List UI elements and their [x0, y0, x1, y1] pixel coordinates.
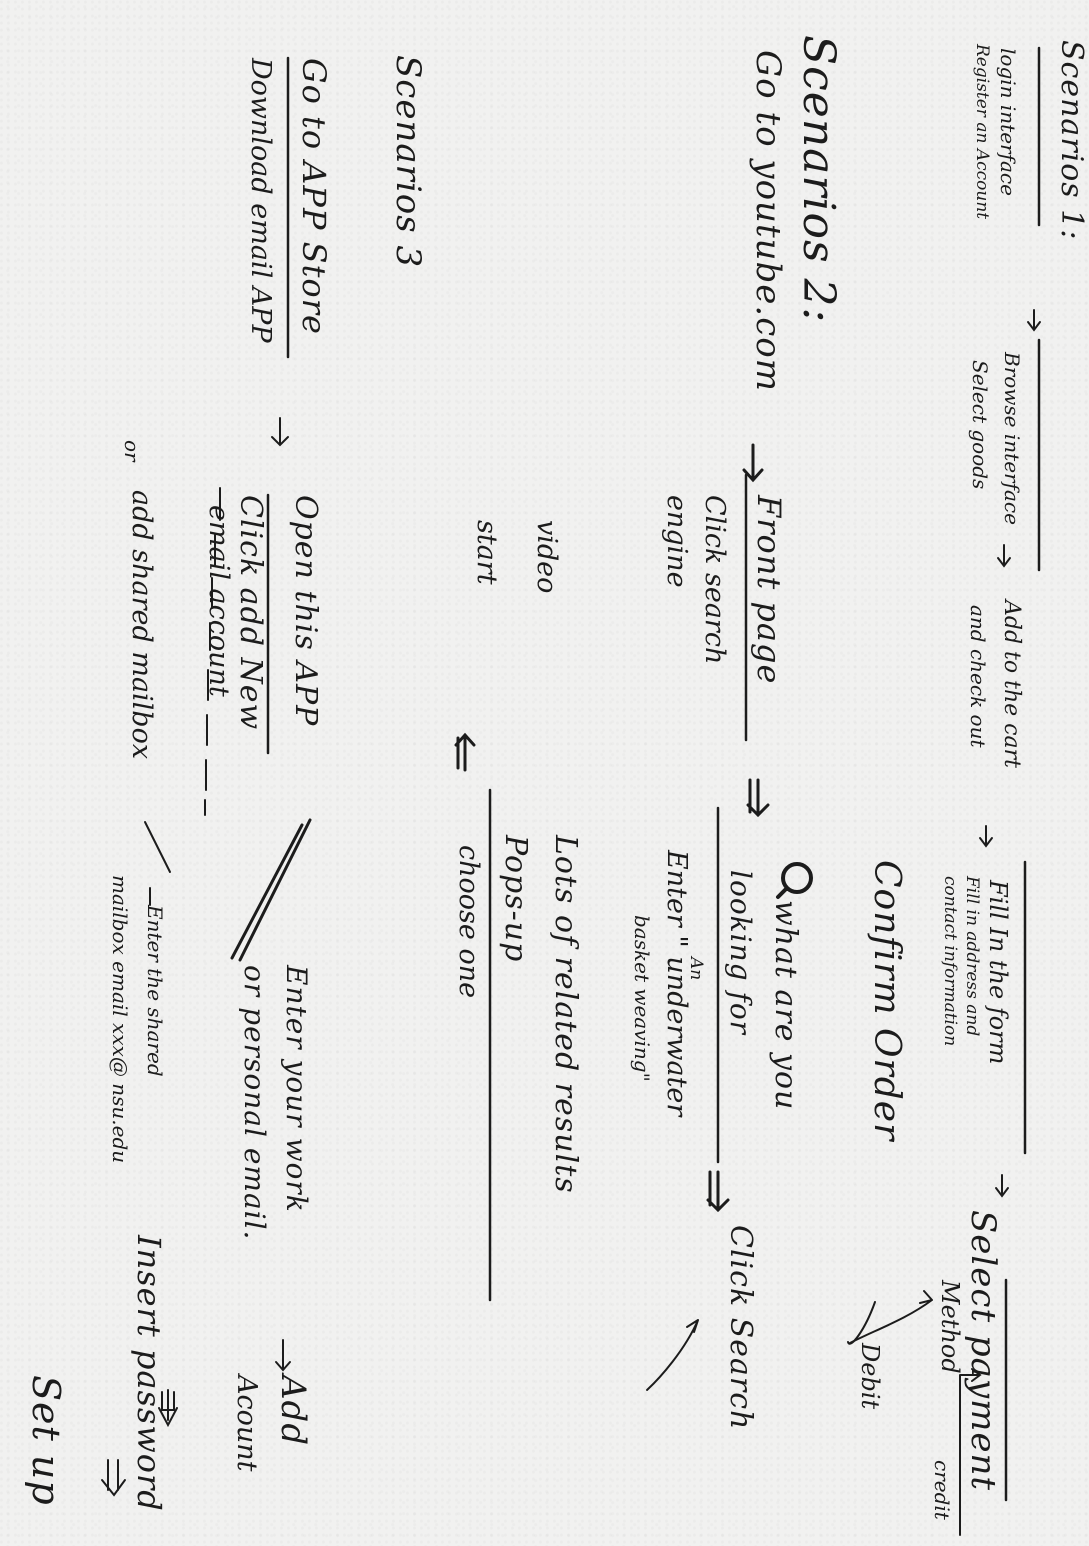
s1-confirm-arrow: [847, 1301, 876, 1345]
s2-engine: engine: [661, 495, 692, 588]
s1-login-label: login interface: [996, 48, 1020, 196]
s3-open-app: Open this APP: [288, 495, 323, 727]
s2-search-icon: [776, 862, 813, 899]
s2-basket-weaving: basket weaving": [630, 915, 654, 1082]
s3-slash-mailbox: [144, 821, 171, 873]
s3-enter-shared: Enter the shared: [143, 905, 167, 1077]
s1-fill-address-label: Fill in address and: [962, 876, 982, 1037]
s3-mailbox-email: mailbox email xxx@ nsu.edu: [108, 875, 132, 1164]
s3-enter-work: Enter your work: [280, 965, 313, 1213]
s2-enter-underwater: Enter " underwater: [661, 850, 692, 1117]
s1-browse-label: Browse interface: [1000, 352, 1024, 525]
s3-set-up: Set up: [24, 1375, 68, 1506]
s2-what-are-you: what are you: [768, 900, 803, 1111]
s3-dashed-line: [204, 487, 221, 816]
s1-method-label: Method: [936, 1280, 964, 1374]
s3-arrow-1: [271, 417, 289, 447]
s2-lots-related: Lots of related results: [548, 835, 583, 1194]
s2-video: video: [531, 520, 562, 594]
s1-select-goods-label: Select goods: [968, 360, 992, 490]
s3-or-personal: or personal email.: [238, 965, 271, 1241]
s2-arrow-3: [706, 1170, 730, 1213]
s1-select-payment-label: Select payment: [963, 1210, 1003, 1492]
s1-arrow-4: [995, 1174, 1009, 1198]
s3-arrow-2: [275, 1339, 291, 1372]
s2-front-page: Front page: [750, 495, 788, 685]
s2-click-search: Click Search: [723, 1225, 758, 1431]
s2-arrow-1: [742, 443, 764, 483]
s2-looking-for: looking for: [724, 870, 757, 1036]
s2-return-arrow: [646, 1319, 699, 1391]
s3-email-account: email account: [203, 505, 234, 697]
s1-confirm-order-label: Confirm Order: [866, 860, 907, 1142]
s3-download-email: Download email APP: [245, 58, 276, 343]
s3-goto-appstore: Go to APP Store: [295, 58, 333, 335]
s3-down-arrow-1: [158, 1389, 178, 1428]
s1-arrow-3: [979, 825, 993, 848]
s1-arrow-1: [1027, 309, 1041, 332]
s2-choose-one: choose one: [453, 845, 484, 999]
scenario1-title: Scenarios 1:: [1054, 40, 1089, 241]
s3-double-stroke: [230, 818, 312, 962]
s2-arrow-2: [746, 778, 770, 818]
s1-debit-label: Debit: [856, 1343, 884, 1410]
s1-add-cart-label: Add to the cart: [999, 600, 1024, 768]
s1-arrow-2: [997, 544, 1011, 568]
s3-insert-password: Insert password: [130, 1235, 168, 1512]
s1-checkout-label: and check out: [966, 605, 990, 748]
s3-down-arrow-2: [101, 1459, 126, 1497]
s3-add-shared-mailbox: add shared mailbox: [126, 490, 157, 760]
s1-fill-form-label: Fill In the form: [984, 880, 1012, 1065]
s1-register-label: Register an Account: [972, 44, 992, 220]
s1-credit-label: credit: [930, 1460, 954, 1520]
s2-goto-youtube: Go to youtube.com: [748, 50, 788, 392]
s2-start: start: [471, 520, 502, 585]
s1-credit-arrow: [959, 1368, 982, 1536]
s3-click-add-new: Click add New: [233, 495, 268, 731]
scenario2-title: Scenarios 2:: [793, 35, 844, 324]
scenario3-title: Scenarios 3: [388, 55, 428, 269]
s2-arrow-left: [454, 732, 476, 772]
s2-insert-an: An: [686, 957, 706, 981]
s3-add: Add: [273, 1375, 313, 1447]
s1-debit-arrow: [849, 1290, 933, 1344]
s2-pops-up: Pops-up: [498, 835, 533, 963]
s1-contact-info-label: contact information: [940, 876, 960, 1047]
s2-click-search-engine: Click search: [699, 495, 730, 665]
s3-account: Acount: [231, 1375, 262, 1472]
s3-or: or: [120, 440, 144, 462]
